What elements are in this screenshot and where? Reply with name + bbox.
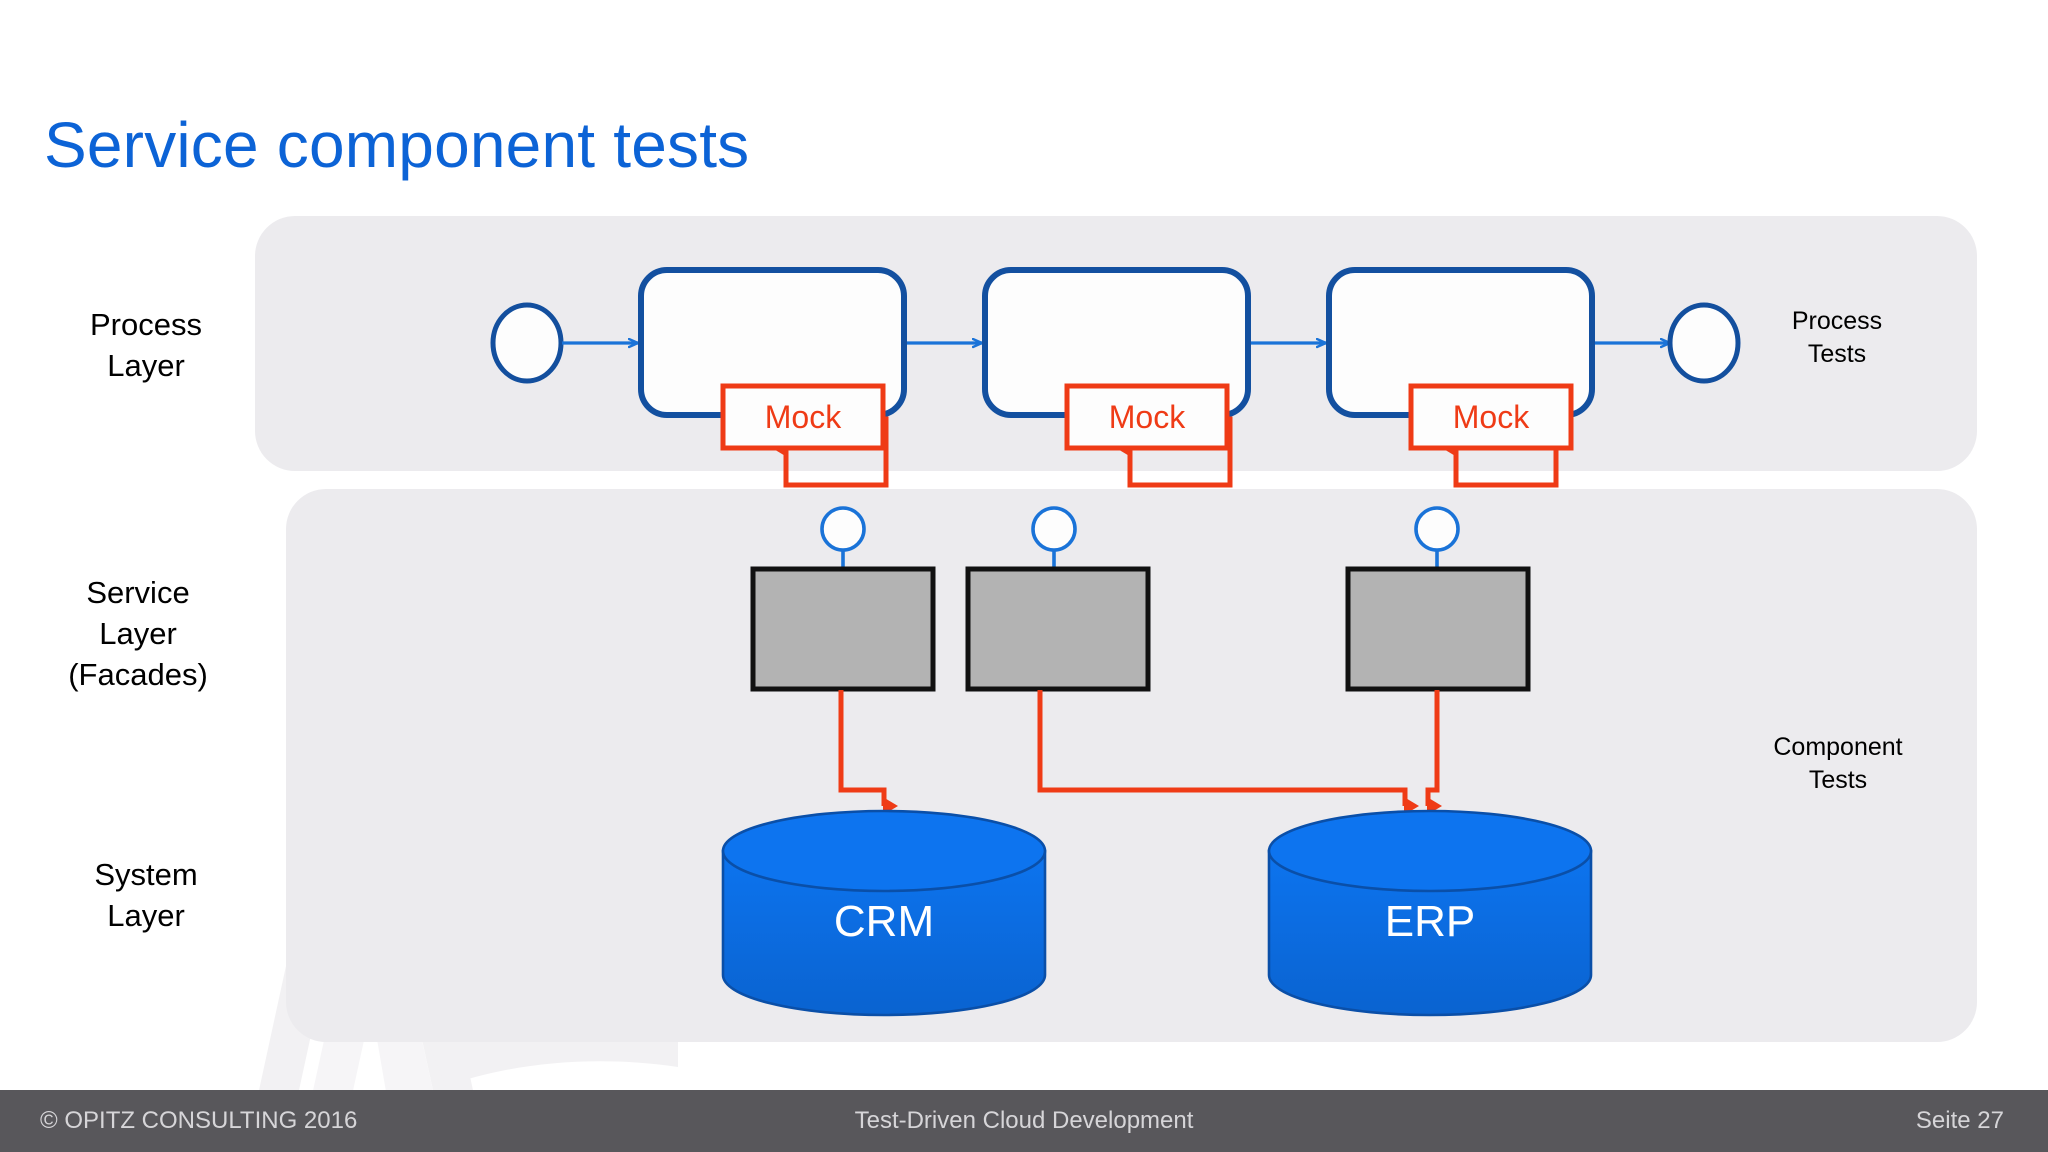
footer-deck-title: Test-Driven Cloud Development [854, 1107, 1194, 1134]
layer-label-process-line2: Layer [107, 347, 185, 383]
layer-label-system-line2: Layer [107, 897, 185, 933]
layer-label-process: Process Layer [16, 305, 276, 387]
layer-label-system: System Layer [16, 855, 276, 937]
layer-label-service: Service Layer (Facades) [8, 573, 268, 696]
layer-label-service-line2: Layer [99, 615, 177, 651]
layer-label-service-line1: Service [86, 575, 190, 610]
scope-label-component-tests: Component Tests [1723, 731, 1953, 797]
slide-footer: © OPITZ CONSULTING 2016 Test-Driven Clou… [0, 1090, 2048, 1152]
scope-label-process-tests-line2: Tests [1807, 340, 1867, 368]
layer-label-system-line1: System [94, 857, 198, 892]
scope-label-process-tests-line1: Process [1791, 307, 1883, 335]
process-layer-panel [255, 216, 1977, 471]
scope-label-process-tests: Process Tests [1722, 305, 1952, 371]
layer-label-service-line3: (Facades) [68, 656, 208, 692]
footer-page-number: Seite 27 [1915, 1107, 2004, 1134]
footer-copyright: © OPITZ CONSULTING 2016 [40, 1107, 358, 1134]
page-title: Service component tests [44, 109, 750, 181]
scope-label-component-tests-line2: Tests [1808, 766, 1868, 794]
layer-label-process-line1: Process [90, 307, 202, 342]
scope-label-component-tests-line1: Component [1773, 733, 1903, 761]
